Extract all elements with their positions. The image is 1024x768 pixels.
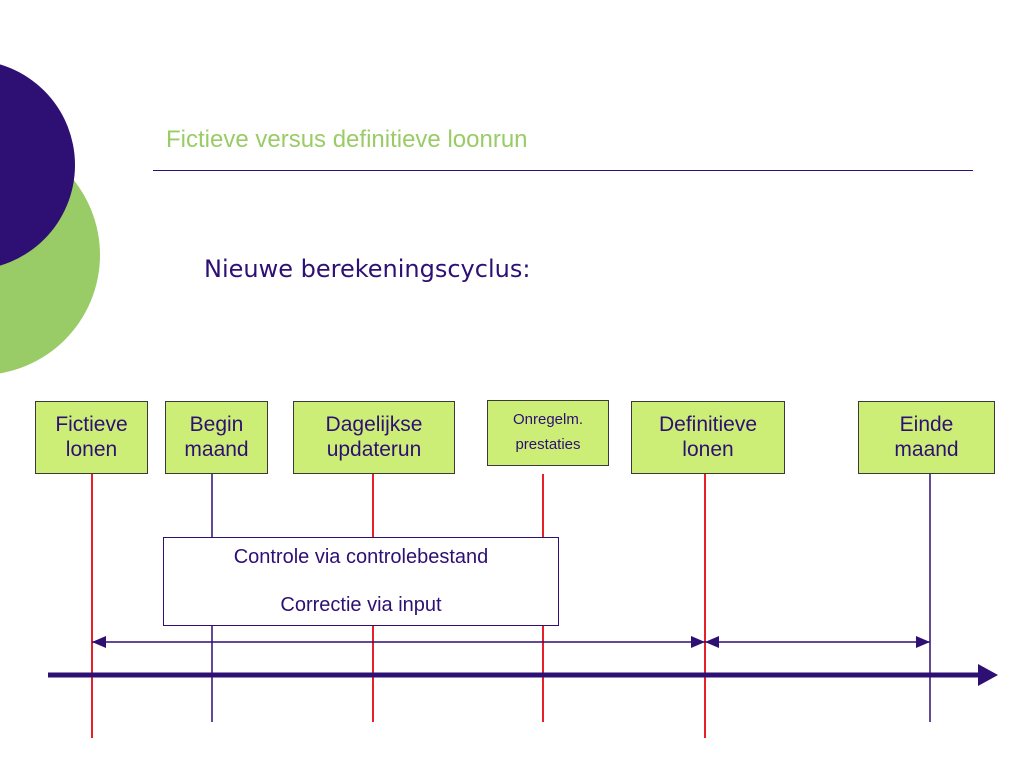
slide-subtitle: Nieuwe berekeningscyclus: xyxy=(204,255,531,283)
milestone-label-line: Dagelijkse xyxy=(325,413,423,437)
control-correction-note: Controle via controlebestand Correctie v… xyxy=(163,537,559,626)
milestone-label-line: maand xyxy=(184,437,249,461)
span-arrow-fictief-to-definitief xyxy=(92,636,705,648)
note-line-control: Controle via controlebestand xyxy=(233,546,489,568)
milestone-label-line: updaterun xyxy=(326,437,422,461)
milestone-box-definitieve-lonen: Definitieve lonen xyxy=(631,401,785,474)
milestone-box-einde-maand: Einde maand xyxy=(858,401,995,474)
milestone-box-dagelijkse-updaterun: Dagelijkse updaterun xyxy=(293,401,455,474)
milestone-label-line: Einde xyxy=(899,413,954,437)
purple-circle xyxy=(0,64,75,266)
span-arrow-definitief-to-einde xyxy=(705,636,930,648)
slide-title: Fictieve versus definitieve loonrun xyxy=(166,126,528,153)
milestone-label-line: prestaties xyxy=(515,436,581,453)
note-line-correction: Correctie via input xyxy=(280,594,442,616)
milestone-label-line: maand xyxy=(894,437,959,461)
milestone-label-line: lonen xyxy=(682,437,734,461)
milestone-label-line: Begin xyxy=(189,413,244,437)
milestone-label-line: lonen xyxy=(65,437,118,461)
milestone-label-line: Onregelm. xyxy=(512,411,584,429)
milestone-label-line: Definitieve xyxy=(658,413,758,437)
milestone-label-line: Fictieve xyxy=(55,413,128,437)
timeline-axis-arrow xyxy=(48,664,998,686)
milestone-box-begin-maand: Begin maand xyxy=(165,401,268,474)
title-divider xyxy=(153,170,973,171)
milestone-box-onregelm-prestaties: Onregelm. prestaties xyxy=(487,400,609,466)
milestone-box-fictieve-lonen: Fictieve lonen xyxy=(35,401,148,474)
